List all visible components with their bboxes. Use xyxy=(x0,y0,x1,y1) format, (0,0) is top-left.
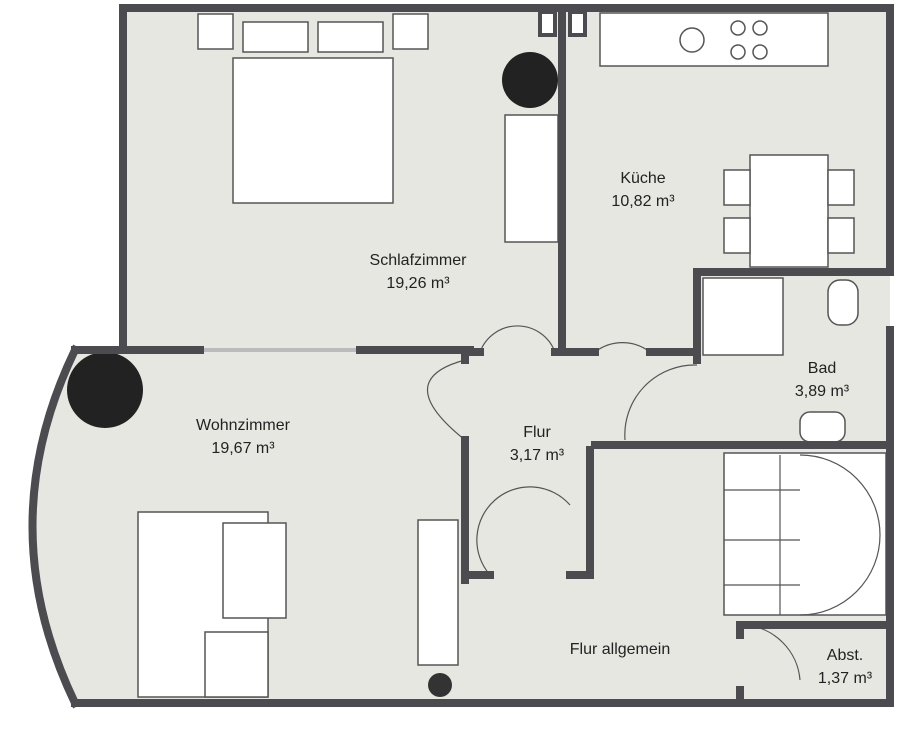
armchair xyxy=(222,522,287,619)
room-name: Flur allgemein xyxy=(570,641,670,658)
room-area: 1,37 m³ xyxy=(818,670,873,687)
shower xyxy=(702,277,784,356)
plant-icon xyxy=(67,352,143,428)
room-name: Flur xyxy=(523,424,551,441)
room-name: Bad xyxy=(808,360,836,377)
wardrobe xyxy=(504,114,559,243)
room-name: Küche xyxy=(620,170,665,187)
bed xyxy=(232,57,394,204)
furniture xyxy=(67,12,887,698)
room-area: 3,17 m³ xyxy=(510,447,565,464)
plant-icon xyxy=(428,673,452,697)
tv-cabinet xyxy=(417,519,459,666)
room-name: Wohnzimmer xyxy=(196,417,291,434)
walls xyxy=(28,4,894,709)
room-name: Schlafzimmer xyxy=(370,252,468,269)
kitchen-counter xyxy=(599,12,829,67)
doors xyxy=(200,325,801,681)
room-area: 19,67 m³ xyxy=(211,440,275,457)
dining-table xyxy=(749,154,829,268)
stairs xyxy=(723,452,887,616)
plant-icon xyxy=(502,52,558,108)
room-name: Abst. xyxy=(827,647,863,664)
room-area: 3,89 m³ xyxy=(795,383,850,400)
room-area: 19,26 m³ xyxy=(386,275,450,292)
room-area: 10,82 m³ xyxy=(611,193,675,210)
toilet xyxy=(827,279,859,326)
sink xyxy=(799,411,846,443)
room-labels: Schlafzimmer 19,26 m³ Küche 10,82 m³ Bad… xyxy=(196,170,873,687)
